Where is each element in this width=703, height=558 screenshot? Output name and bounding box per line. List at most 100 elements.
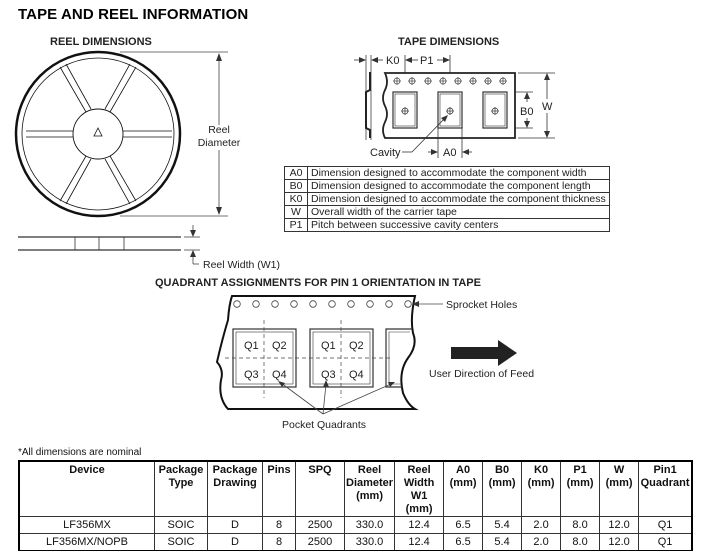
w-label: W [542, 101, 553, 113]
q2-label: Q2 [272, 340, 287, 352]
pocket-pointers [278, 380, 395, 415]
arrow-up-icon [190, 250, 196, 257]
table-cell: SOIC [154, 533, 208, 551]
table-cell: 2500 [295, 516, 345, 534]
legend-key: A0 [284, 166, 308, 180]
k0-label: K0 [386, 55, 399, 67]
column-header: W(mm) [599, 460, 640, 517]
q4-label: Q4 [349, 369, 364, 381]
table-cell: Q1 [638, 533, 693, 551]
dimensions-note: *All dimensions are nominal [18, 447, 142, 458]
table-cell: 5.4 [482, 533, 523, 551]
arrow-left-icon [371, 57, 378, 63]
arrow-down-icon [216, 207, 222, 215]
reel-side-view [18, 236, 181, 251]
column-header: A0(mm) [443, 460, 484, 517]
reel-width-dimension [184, 225, 200, 265]
column-header-text: P1 [573, 464, 587, 476]
column-header-text: SPQ [308, 464, 332, 476]
legend-description: Dimension designed to accommodate the co… [307, 179, 610, 193]
table-cell: 330.0 [343, 533, 396, 551]
p1-label: P1 [420, 55, 433, 67]
arrow-right-icon [443, 57, 450, 63]
column-header: Pins [262, 460, 296, 517]
b0-w-dimensions [515, 72, 555, 139]
column-header-text: Package [158, 464, 204, 476]
table-cell: LF356MX/NOPB [18, 533, 155, 551]
table-cell: 2.0 [521, 516, 562, 534]
arrow-left-icon [405, 57, 412, 63]
table-cell: 12.0 [599, 516, 640, 534]
legend-key: B0 [284, 179, 308, 193]
sprocket-holes-label: Sprocket Holes [446, 299, 517, 311]
column-header: Device [18, 460, 155, 517]
column-header-text: (mm) [605, 477, 633, 489]
column-header-text: (mm) [527, 477, 555, 489]
page-title: TAPE AND REEL INFORMATION [18, 6, 249, 23]
legend-key: P1 [284, 218, 308, 232]
a0-dimension [402, 115, 472, 158]
column-header-text: Quadrant [640, 477, 690, 489]
quadrant-tape [215, 295, 419, 410]
table-cell: 2.0 [521, 533, 562, 551]
table-cell: 330.0 [343, 516, 396, 534]
b0-label: B0 [520, 106, 533, 118]
q1-label: Q1 [244, 340, 259, 352]
feed-direction-label: User Direction of Feed [429, 368, 534, 380]
quadrant-labels: Q1 Q2 Q3 Q4 Q1 Q2 Q3 Q4 [244, 340, 364, 381]
reel-front-view [14, 50, 182, 218]
carrier-tape [382, 72, 516, 139]
column-header-text: Type [168, 477, 194, 489]
table-cell: Q1 [638, 516, 693, 534]
reel-dimensions-heading: REEL DIMENSIONS [50, 36, 152, 48]
quadrant-heading: QUADRANT ASSIGNMENTS FOR PIN 1 ORIENTATI… [155, 277, 481, 289]
column-header-text: Pin1 [653, 464, 677, 476]
table-cell: 6.5 [443, 516, 484, 534]
column-header-text: Package [212, 464, 258, 476]
q1-label: Q1 [321, 340, 336, 352]
arrow-down-icon [190, 230, 196, 237]
table-cell: SOIC [154, 516, 208, 534]
feed-arrow-icon [451, 340, 517, 366]
k0-dimension [354, 57, 383, 63]
table-cell: 12.4 [394, 516, 445, 534]
column-header-text: (mm) [449, 477, 477, 489]
legend-description: Overall width of the carrier tape [307, 205, 610, 219]
column-header-text: Reel [407, 464, 431, 476]
legend-description: Dimension designed to accommodate the co… [307, 166, 610, 180]
table-cell: D [207, 516, 263, 534]
quadrant-dividers [225, 320, 392, 398]
column-header-text: K0 [534, 464, 549, 476]
sprocket-holes [393, 77, 507, 85]
tape-side-profile [365, 55, 372, 140]
column-header-text: (mm) [566, 477, 594, 489]
column-header-text: Pins [267, 464, 291, 476]
column-header-text: W [613, 464, 625, 476]
sprocket-holes [233, 300, 412, 308]
cavity-label: Cavity [370, 147, 401, 159]
reel-hub-triangle-icon [93, 127, 103, 137]
table-cell: 8.0 [560, 516, 601, 534]
column-header-text: B0 [495, 464, 510, 476]
column-header-text: Diameter [346, 477, 394, 489]
table-cell: 6.5 [443, 533, 484, 551]
reel-diameter-label-1: Reel [208, 124, 230, 136]
legend-key: K0 [284, 192, 308, 206]
column-header-text: Reel [357, 464, 382, 476]
table-cell: 8.0 [560, 533, 601, 551]
column-header-text: W1 (mm) [405, 490, 433, 515]
reel-width-label: Reel Width (W1) [203, 259, 280, 271]
sprocket-pointer [412, 301, 443, 307]
legend-description: Pitch between successive cavity centers [307, 218, 610, 232]
q2-label: Q2 [349, 340, 364, 352]
table-cell: 2500 [295, 533, 345, 551]
